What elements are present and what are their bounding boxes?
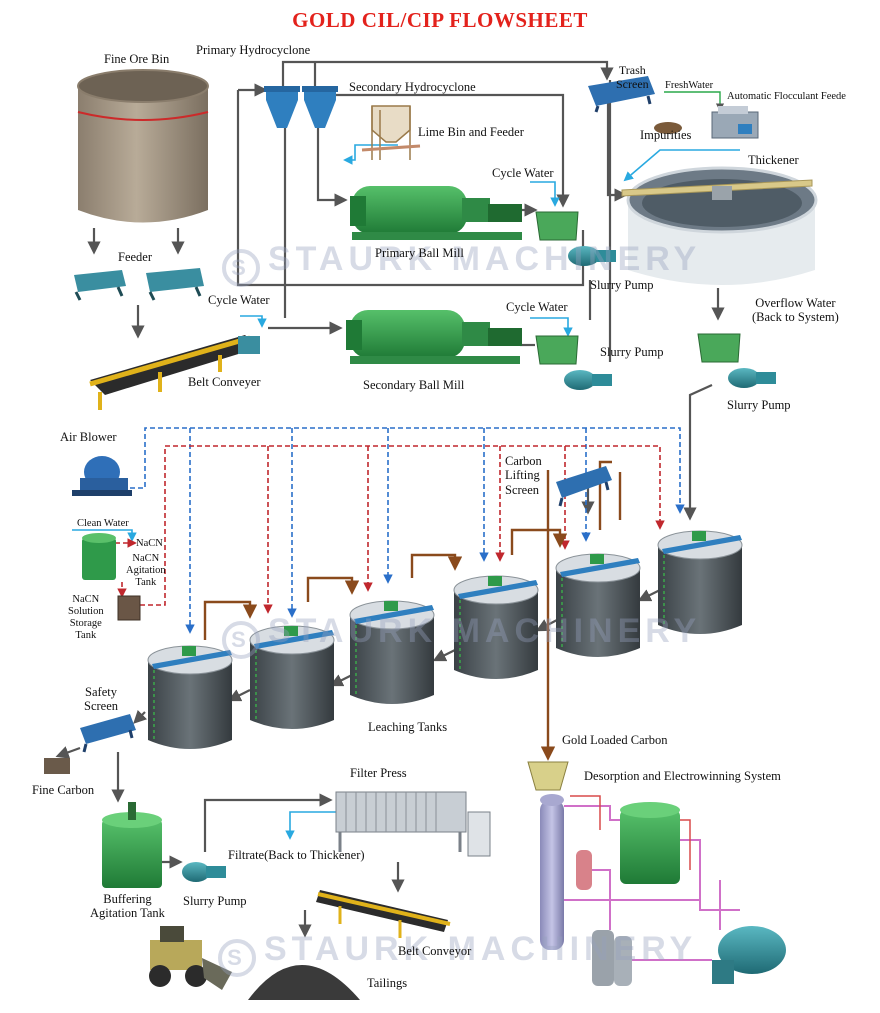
nacn-tanks	[82, 533, 141, 621]
leaching-tank	[556, 568, 640, 657]
label-secondary-ball-mill: Secondary Ball Mill	[363, 378, 465, 392]
label-filter-press: Filter Press	[350, 766, 407, 780]
label-leaching-tanks: Leaching Tanks	[368, 720, 448, 734]
impurities-pile	[654, 122, 682, 134]
leaching-tank-beam	[662, 535, 742, 554]
label-overflow-water: Overflow Water (Back to System)	[752, 296, 839, 325]
label-desorption-system: Desorption and Electrowinning System	[584, 769, 781, 783]
label-tailings: Tailings	[367, 976, 408, 990]
label-trash-screen: Trash Screen	[616, 63, 649, 91]
leaching-tank	[350, 615, 434, 704]
label-belt-conveyer: Belt Conveyer	[188, 375, 261, 389]
belt-conveyer	[89, 335, 260, 410]
label-lime-bin: Lime Bin and Feeder	[418, 125, 524, 139]
label-impurities: Impurities	[640, 128, 692, 142]
secondary-ball-mill	[346, 310, 522, 364]
leaching-tank-beam	[152, 650, 232, 669]
label-fresh-water: FreshWater	[665, 80, 714, 91]
trash-screen	[588, 76, 655, 113]
agitator-motor	[284, 626, 298, 636]
hydrocyclones	[264, 86, 338, 128]
label-flocculant-feeder: Automatic Flocculant Feede	[727, 91, 846, 102]
slurry-pump-bottom	[182, 862, 226, 882]
slurry-lines	[55, 60, 725, 938]
buffering-agitation-tank	[102, 802, 162, 888]
vibrating-feeders	[74, 268, 204, 301]
label-carbon-lifting-screen: Carbon Lifting Screen	[505, 454, 542, 497]
label-belt-conveyor-2: Belt Conveyor	[398, 944, 472, 958]
label-cycle-water-1: Cycle Water	[492, 166, 554, 180]
flocculant-feeder	[711, 106, 759, 139]
nacn-lines	[115, 445, 665, 614]
label-primary-hydrocyclone: Primary Hydrocyclone	[196, 43, 311, 57]
fresh-water-line	[664, 91, 725, 112]
label-primary-ball-mill: Primary Ball Mill	[375, 246, 464, 260]
label-slurry-pump-3: Slurry Pump	[727, 398, 791, 412]
label-cycle-water-2: Cycle Water	[208, 293, 270, 307]
leaching-tank-beam	[458, 580, 538, 599]
carbon-lines	[203, 460, 622, 761]
leaching-tank-beam	[254, 630, 334, 649]
label-buffering-tank: Buffering Agitation Tank	[90, 892, 165, 921]
label-slurry-pump-4: Slurry Pump	[183, 894, 247, 908]
label-secondary-hydrocyclone: Secondary Hydrocyclone	[349, 80, 476, 94]
leaching-tank	[454, 590, 538, 679]
safety-screen	[80, 714, 136, 753]
leaching-tanks	[147, 530, 743, 749]
fine-ore-bin	[77, 69, 209, 223]
thickener	[621, 166, 818, 285]
leaching-tank-beam	[560, 558, 640, 577]
label-nacn: NaCN	[136, 538, 163, 549]
label-gold-loaded-carbon: Gold Loaded Carbon	[562, 733, 668, 747]
tailings-pile	[248, 965, 360, 1000]
agitator-motor	[488, 576, 502, 586]
agitator-motor	[692, 531, 706, 541]
primary-ball-mill	[350, 186, 522, 240]
label-fine-ore-bin: Fine Ore Bin	[104, 52, 170, 66]
agitator-motor	[590, 554, 604, 564]
air-blower	[72, 456, 132, 496]
fine-carbon-bin	[44, 758, 70, 774]
label-fine-carbon: Fine Carbon	[32, 783, 95, 797]
leaching-tank-beam	[354, 605, 434, 624]
label-nacn-agitation-tank: NaCN Agitation Tank	[126, 553, 166, 589]
lime-bin	[361, 105, 421, 160]
label-slurry-pump-1: Slurry Pump	[590, 278, 654, 292]
filter-press	[335, 791, 491, 857]
label-safety-screen: Safety Screen	[84, 685, 119, 714]
label-cycle-water-3: Cycle Water	[506, 300, 568, 314]
label-feeder: Feeder	[118, 250, 153, 264]
slurry-pump-units	[535, 211, 776, 390]
label-air-blower: Air Blower	[60, 430, 117, 444]
label-clean-water: Clean Water	[77, 518, 129, 529]
wheel-loader	[149, 926, 232, 990]
leaching-tank	[658, 545, 742, 634]
desorption-system	[527, 761, 786, 986]
agitator-motor	[384, 601, 398, 611]
label-thickener: Thickener	[748, 153, 799, 167]
label-filtrate: Filtrate(Back to Thickener)	[228, 848, 365, 862]
leaching-tank	[250, 640, 334, 729]
leaching-tank	[148, 660, 232, 749]
label-slurry-pump-2: Slurry Pump	[600, 345, 664, 359]
label-nacn-storage-tank: NaCN Solution Storage Tank	[68, 594, 104, 642]
agitator-motor	[182, 646, 196, 656]
page-title: GOLD CIL/CIP FLOWSHEET	[292, 8, 588, 32]
carbon-lifting-screen	[556, 466, 612, 507]
belt-conveyor-2	[316, 890, 451, 938]
